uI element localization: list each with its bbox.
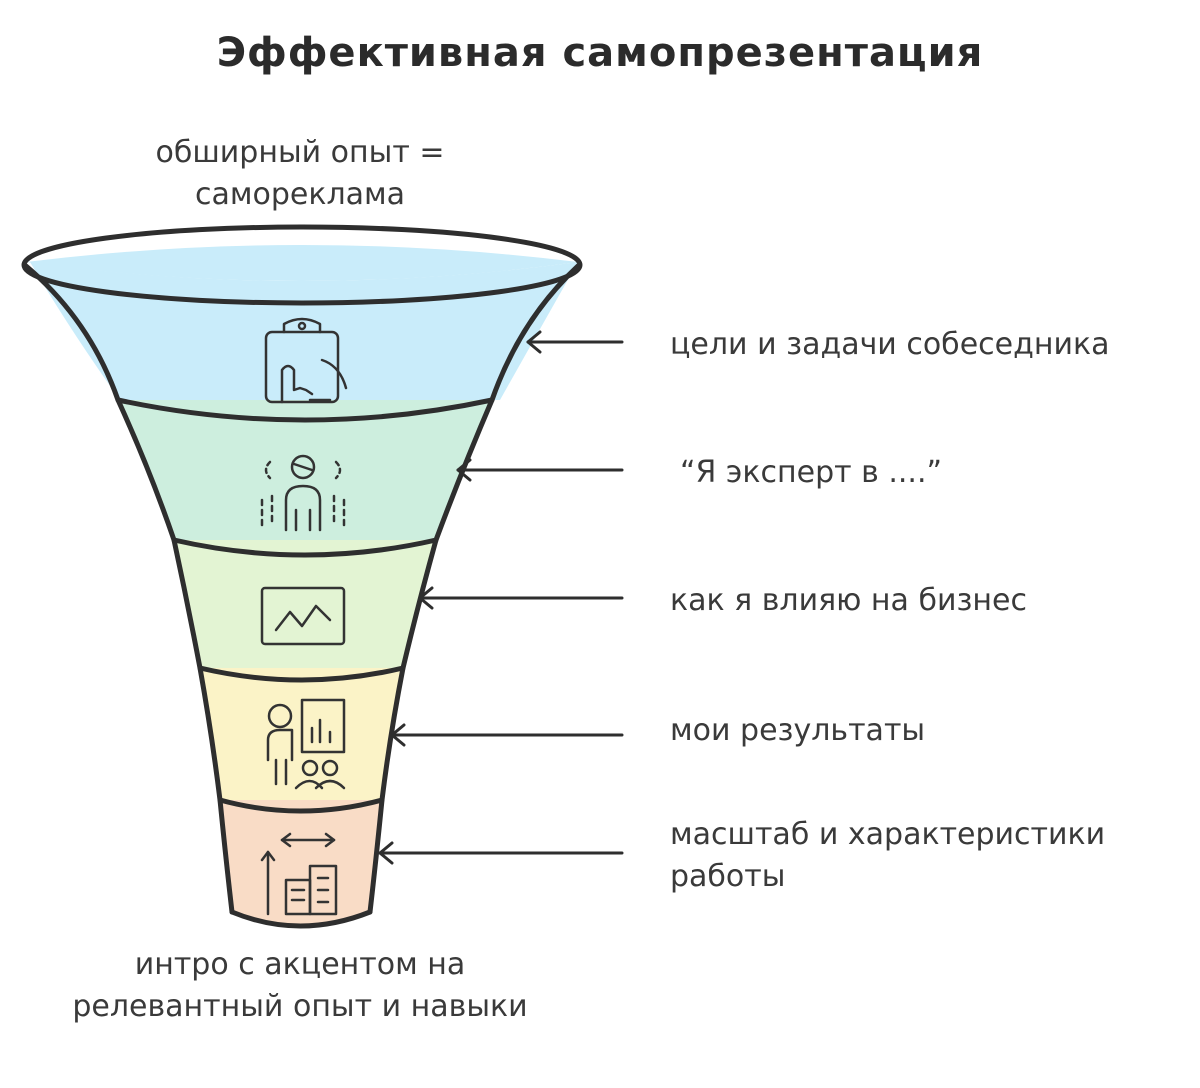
funnel-bottom [229, 909, 373, 929]
stage-label-5: масштаб и характеристики работы [670, 817, 1106, 894]
stage-arrows [378, 330, 624, 865]
stage-1-top-rim-fill [26, 245, 578, 281]
divider-4 [217, 797, 385, 814]
divider-1 [115, 397, 495, 423]
stage-label-4: мои результаты [670, 713, 926, 748]
arrow-2 [456, 458, 624, 482]
expert-person-icon [260, 454, 346, 532]
stage-label-2: “Я эксперт в ....” [680, 455, 943, 490]
arrow-4 [390, 723, 624, 747]
stage-3-fill [175, 540, 435, 668]
stage-2-fill [120, 400, 492, 540]
funnel-fills [26, 245, 578, 925]
chart-board-icon [260, 586, 346, 646]
clipboard-hand-icon [264, 317, 348, 404]
arrow-1 [526, 330, 624, 354]
building-growth-icon [260, 832, 338, 916]
stage-label-1: цели и задачи собеседника [670, 327, 1110, 362]
page-title: Эффективная самопрезентация [216, 30, 984, 76]
stage-5-fill [222, 800, 380, 925]
funnel-top-caption: обширный опыт = саморекламa [155, 135, 445, 212]
arrow-5 [378, 841, 624, 865]
divider-2 [171, 537, 439, 558]
divider-3 [197, 665, 406, 683]
arrow-3 [418, 586, 624, 610]
funnel-bottom-caption: интро с акцентом на релевантный опыт и н… [72, 947, 528, 1024]
stage-label-3: как я влияю на бизнес [670, 583, 1027, 618]
funnel-outline [21, 224, 583, 929]
presentation-audience-icon [266, 698, 346, 790]
